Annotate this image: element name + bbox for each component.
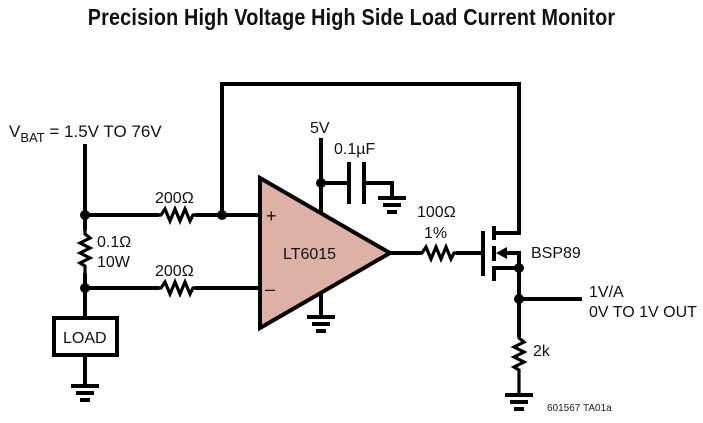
resistor-2k-label: 2k [533, 343, 551, 360]
ground-icon-output [505, 393, 533, 411]
figure-id: 601567 TA01a [547, 403, 612, 414]
load-label: LOAD [63, 330, 107, 347]
sense-resistor [76, 228, 94, 275]
cap-wire-right [362, 181, 394, 199]
junction-dot [316, 178, 326, 188]
resistor-100-label: 100Ω [417, 204, 456, 221]
diagram-title: Precision High Voltage High Side Load Cu… [87, 4, 616, 30]
resistor-100-tolerance: 1% [424, 225, 447, 242]
resistor-200-plus [157, 204, 197, 226]
junction-dots [80, 178, 524, 304]
opamp-plus-label: + [266, 206, 277, 226]
output-range-label: 0V TO 1V OUT [589, 304, 697, 321]
sense-resistor-value: 0.1Ω [97, 234, 131, 251]
junction-dot [80, 283, 90, 293]
opamp-part-label: LT6015 [283, 246, 336, 263]
junction-dot [217, 210, 227, 220]
ground-icon-opamp [307, 315, 335, 333]
opamp-body [258, 174, 395, 332]
mosfet-label: BSP89 [531, 245, 581, 262]
sense-resistor-power: 10W [97, 254, 131, 271]
ground-icon-cap [378, 196, 406, 214]
resistor-200-minus-label: 200Ω [155, 263, 194, 280]
resistor-100-gate [419, 242, 458, 264]
junction-dot [514, 294, 524, 304]
resistor-200-plus-label: 200Ω [155, 190, 194, 207]
output-gain-label: 1V/A [589, 284, 624, 301]
resistor-2k-out [510, 335, 528, 393]
mosfet-icon [481, 226, 521, 281]
junction-dot [514, 263, 524, 273]
resistor-200-minus [157, 277, 197, 299]
vcc-label: 5V [310, 120, 330, 137]
junction-dot [80, 210, 90, 220]
vbat-label: VBAT = 1.5V TO 76V [9, 122, 162, 145]
cap-label: 0.1µF [334, 141, 375, 158]
ground-icon-load [71, 384, 99, 402]
opamp-minus-label: – [265, 279, 275, 299]
